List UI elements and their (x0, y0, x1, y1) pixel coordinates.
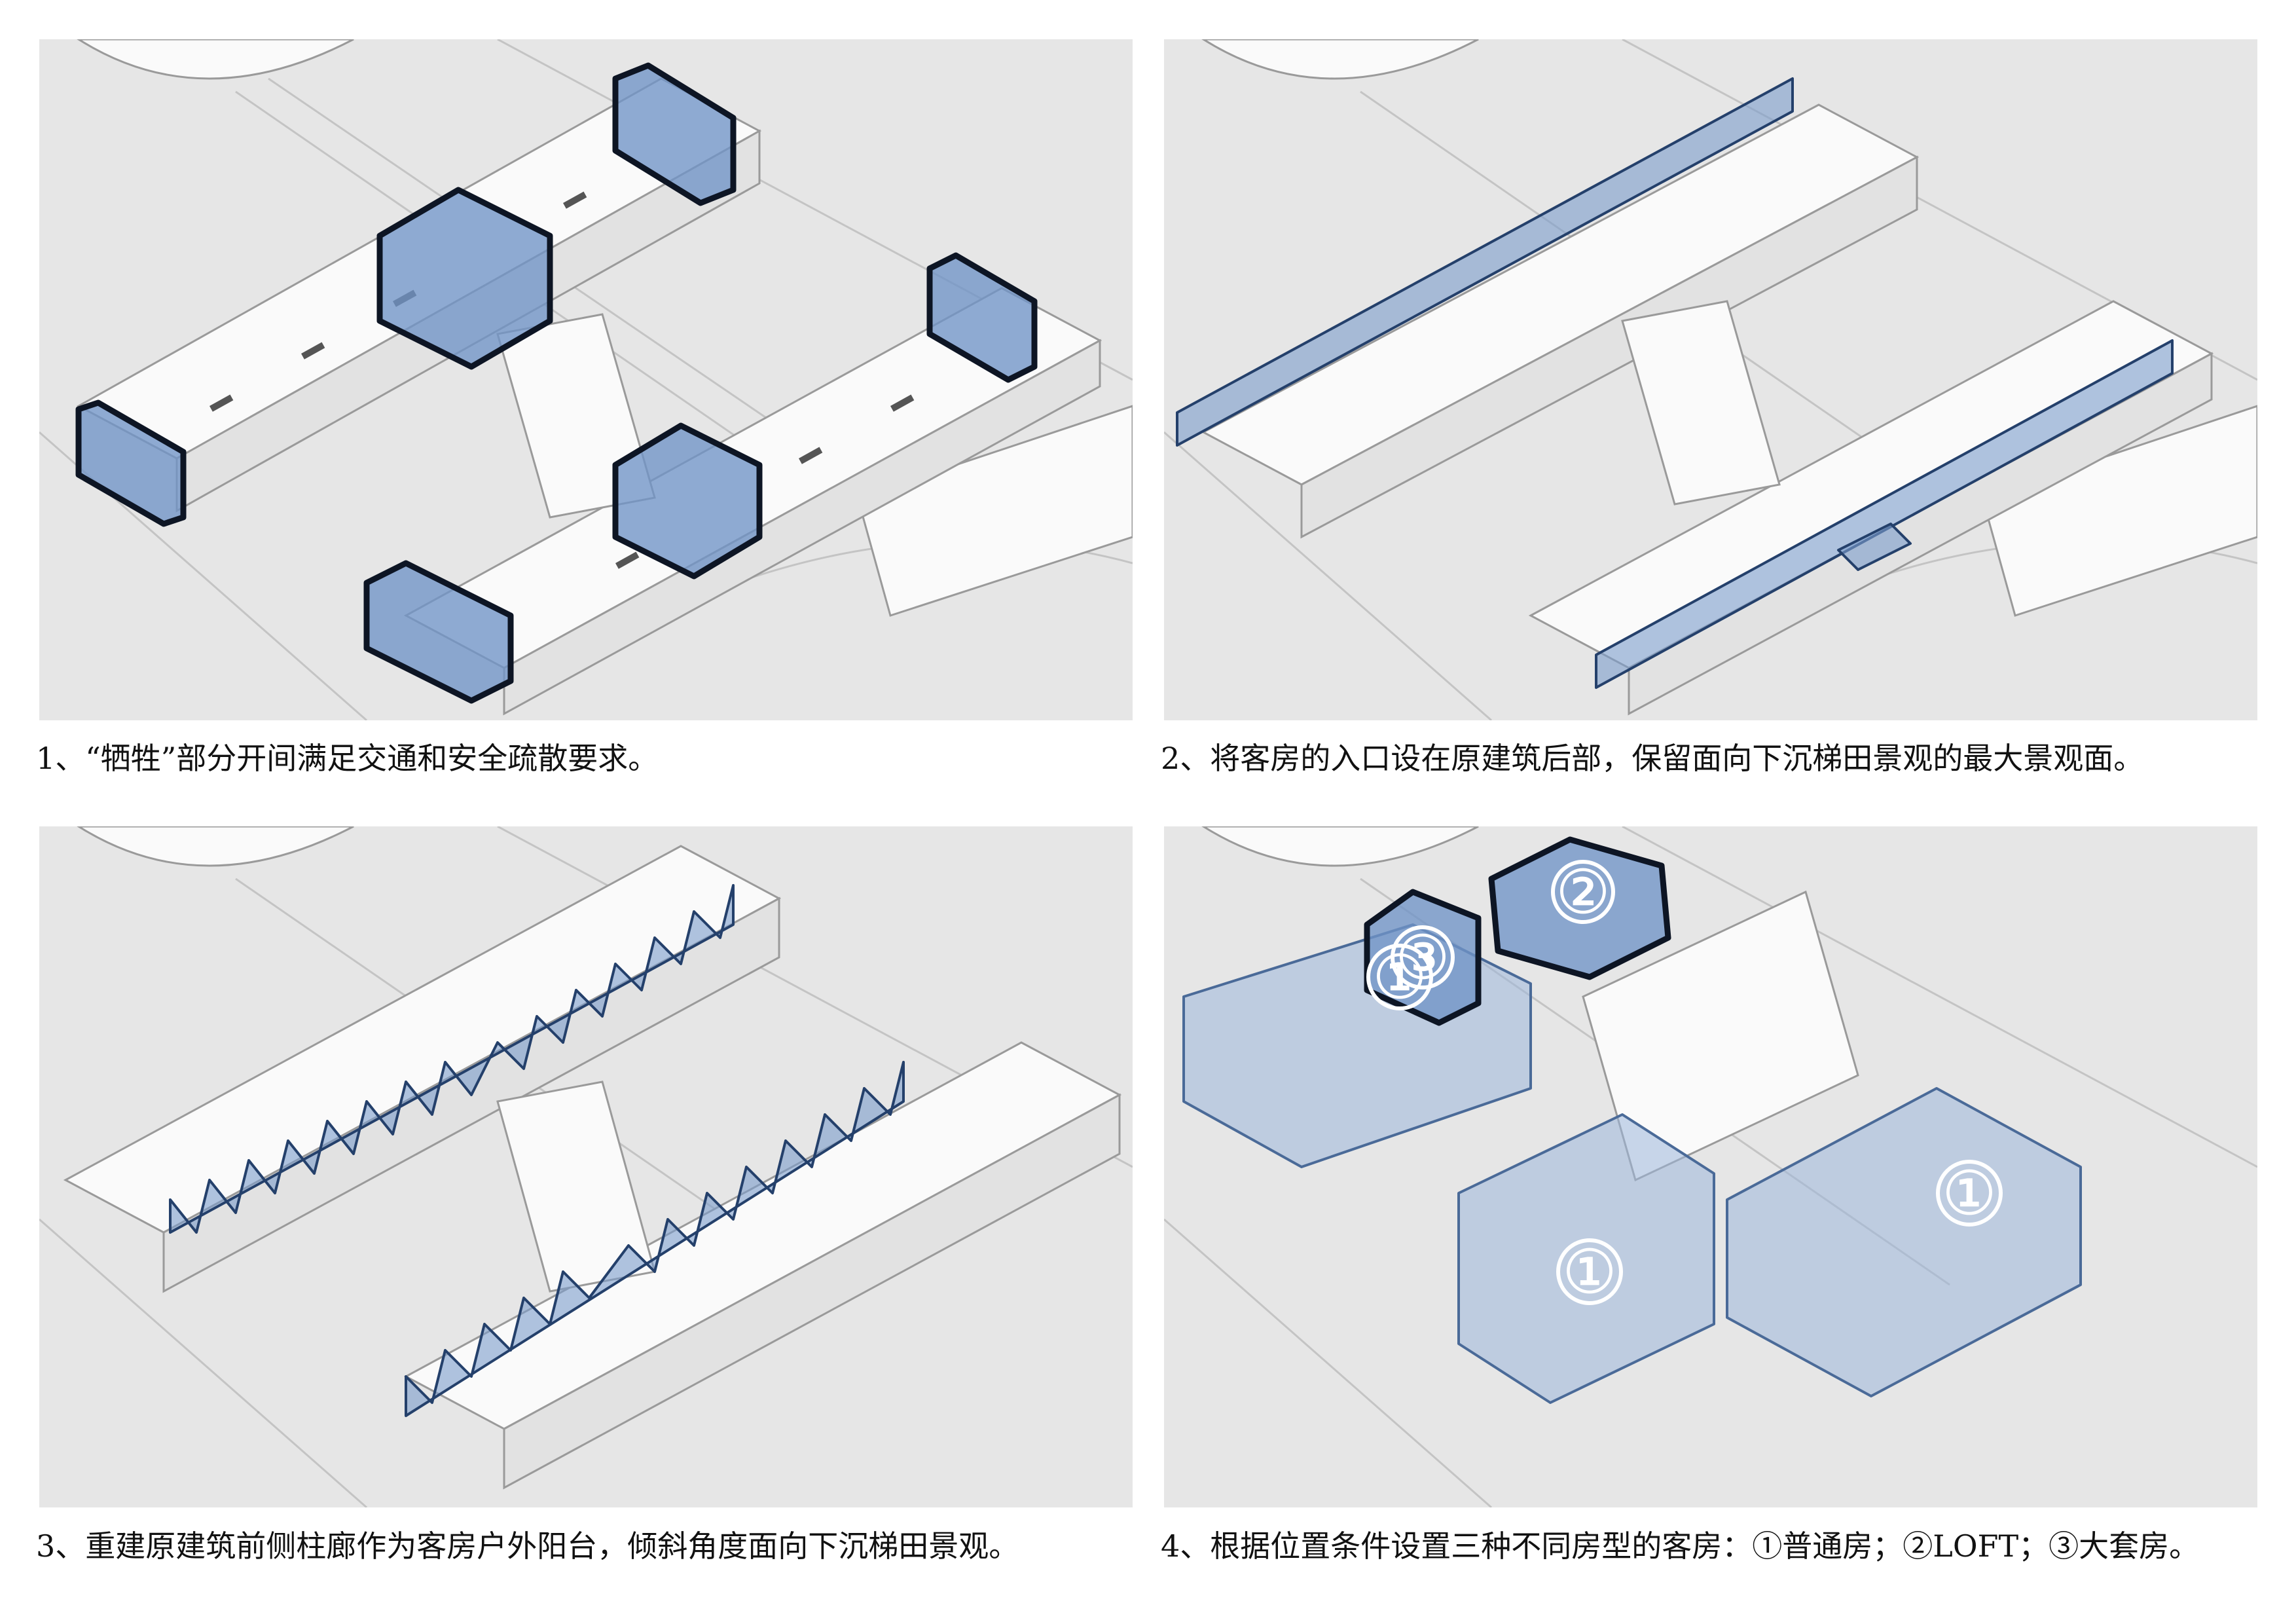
sacrificed-bay-b (612, 422, 763, 580)
room-type-1-circle-b (1556, 1238, 1623, 1305)
corridor-link (1837, 523, 1912, 571)
sacrificed-bay-start-b (363, 560, 514, 704)
diagram-panel-2 (1164, 39, 2257, 720)
room-type-2-label: ② (1556, 857, 1610, 927)
circular-building (77, 826, 354, 867)
central-stair (1621, 300, 1781, 506)
sacrificed-bay-end-a (612, 62, 737, 206)
diagram-panel-4: ① ① ① ② ③ (1164, 826, 2257, 1507)
sacrificed-bay-start-a (75, 399, 187, 527)
room-type-3-circle (1391, 925, 1455, 989)
circular-building (1201, 826, 1479, 867)
room-type-1-circle-c (1936, 1160, 2003, 1227)
caption-step-2: 2、将客房的入口设在原建筑后部，保留面向下沉梯田景观的最大景观面。 (1161, 741, 2144, 776)
room-block-standard-c (1726, 1087, 2082, 1397)
axonometric-model-2 (1164, 39, 2257, 720)
circular-building (1201, 39, 1479, 80)
axonometric-model-3 (39, 826, 1133, 1507)
diagram-panel-1 (39, 39, 1133, 720)
axonometric-model-1 (39, 39, 1133, 720)
rear-corridor-a (1176, 77, 1794, 447)
terrace-block (856, 405, 1133, 617)
room-block-loft (1488, 836, 1671, 980)
room-type-1-label-c: ① (1942, 1158, 1996, 1228)
balcony-colonnade-b (405, 1061, 905, 1417)
caption-step-4: 4、根据位置条件设置三种不同房型的客房：①普通房；②LOFT；③大套房。 (1161, 1528, 2200, 1564)
axonometric-model-4: ① ① ① ② ③ (1164, 826, 2257, 1507)
room-type-2-circle (1551, 860, 1615, 924)
room-block-standard-b (1457, 1113, 1715, 1404)
ground-plane (1164, 826, 2257, 1507)
room-type-1-circle-a (1366, 944, 1433, 1010)
room-type-1-label-b: ① (1563, 1237, 1616, 1307)
balcony-colonnade-a (169, 884, 735, 1234)
terrace-block (1981, 405, 2257, 617)
room-type-3-label: ③ (1396, 923, 1449, 993)
building-b-side (503, 339, 1101, 716)
caption-step-1: 1、“牺牲”部分开间满足交通和安全疏散要求。 (36, 741, 659, 776)
circular-building (77, 39, 354, 80)
caption-step-3: 3、重建原建筑前侧柱廊作为客房户外阳台，倾斜角度面向下沉梯田景观。 (36, 1528, 1019, 1564)
sacrificed-bay-large (376, 187, 553, 370)
rear-corridor-b (1595, 339, 2174, 689)
roof-slots-b (615, 394, 915, 569)
sacrificed-bay-end-b (926, 252, 1038, 383)
diagram-panel-3 (39, 826, 1133, 1507)
building-a-side (1300, 155, 1918, 539)
building-b-side (503, 1093, 1121, 1490)
